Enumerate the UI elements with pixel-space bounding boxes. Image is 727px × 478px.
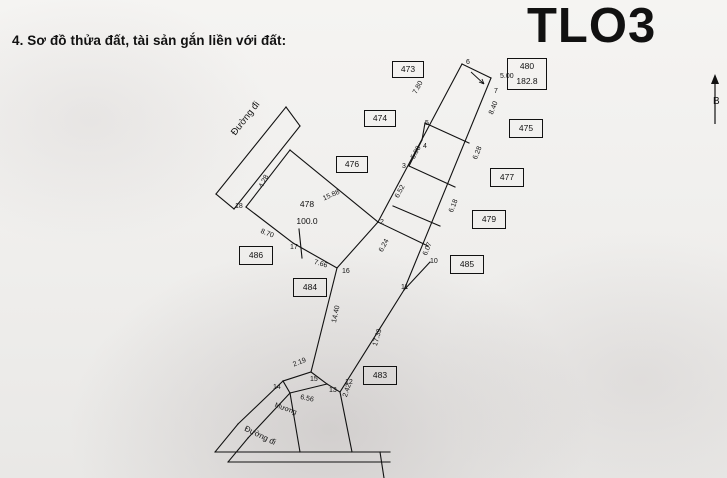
page-title: 4. Sơ đồ thửa đất, tài sản gắn liền với … — [12, 33, 287, 48]
vertex-number: 14 — [273, 384, 281, 391]
vertex-number: 4 — [423, 143, 427, 150]
stamp-tlo3: TLO3 — [527, 0, 657, 53]
parcel-label: 476 — [344, 159, 360, 169]
parcel-label-480: 480 — [519, 61, 535, 71]
vertex-number: 12 — [345, 379, 353, 386]
vertex-number: 11 — [401, 284, 409, 291]
vertex-number: 17 — [290, 244, 298, 251]
parcel-box[interactable] — [490, 168, 524, 187]
parcel-box[interactable] — [392, 61, 424, 78]
parcel-box[interactable] — [363, 366, 397, 385]
vertex-number: 3 — [402, 163, 406, 170]
vertex-number: 15 — [310, 376, 318, 383]
parcel-label: 473 — [400, 64, 416, 74]
parcel-box[interactable] — [293, 278, 327, 297]
north-arrow-icon — [705, 72, 725, 124]
parcel-box[interactable] — [509, 119, 543, 138]
parcel-box[interactable] — [450, 255, 484, 274]
parcel-label: 486 — [248, 250, 264, 260]
parcel-label: 477 — [499, 172, 515, 182]
parcel-box[interactable] — [239, 246, 273, 265]
parcel-label: 474 — [372, 113, 388, 123]
north-letter-label: B — [713, 96, 720, 107]
vertex-number: 18 — [235, 203, 243, 210]
parcel-label: 484 — [302, 282, 318, 292]
parcel-label: 483 — [372, 370, 388, 380]
parcel-label: 475 — [518, 123, 534, 133]
vertex-number: 16 — [342, 268, 350, 275]
vertex-number: 2 — [380, 219, 384, 226]
vertex-number: 7 — [494, 88, 498, 95]
vertex-number: 10 — [430, 258, 438, 265]
vertex-number: 6 — [466, 59, 470, 66]
parcel-label: 479 — [481, 214, 497, 224]
parcel-label: 485 — [459, 259, 475, 269]
parcel-area-480: 182.8 — [516, 76, 538, 86]
vertex-number: 5 — [425, 120, 429, 127]
parcel-box[interactable] — [472, 210, 506, 229]
dimension-label: 5.00 — [500, 73, 514, 80]
parcel-box[interactable] — [364, 110, 396, 127]
vertex-number: 13 — [329, 387, 337, 394]
parcel-box-480[interactable] — [507, 58, 547, 90]
parcel-area-478: 100.0 — [296, 216, 318, 226]
parcel-label-478: 478 — [299, 199, 315, 209]
parcel-box[interactable] — [336, 156, 368, 173]
